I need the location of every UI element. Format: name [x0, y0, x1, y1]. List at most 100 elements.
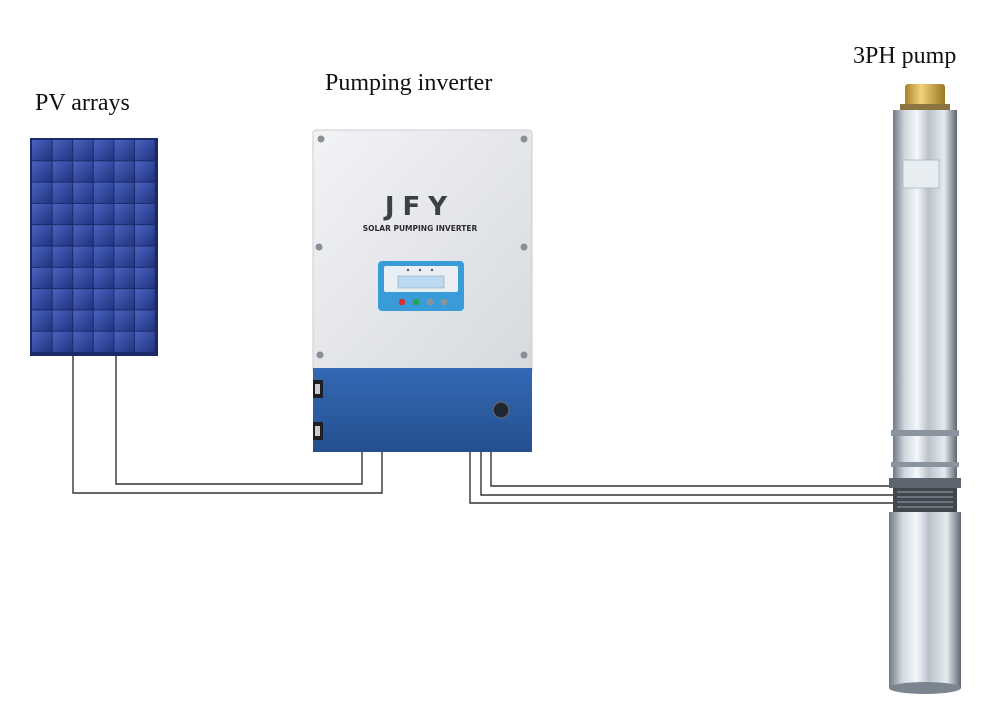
inverter-lcd-screen — [397, 275, 445, 289]
pump-ring — [891, 462, 959, 467]
pv-cell — [114, 140, 134, 161]
pump-cap — [905, 84, 945, 106]
pv-cell — [52, 182, 73, 203]
pv-cell — [32, 225, 52, 246]
pumping-inverter-label: Pumping inverter — [325, 70, 493, 96]
pv-cell — [73, 331, 93, 352]
pump-motor-body — [889, 512, 961, 688]
inverter-subtitle: SOLAR PUMPING INVERTER — [363, 224, 478, 233]
pv-cell — [32, 161, 52, 182]
pv-cell — [114, 331, 134, 352]
pv-wire-2 — [115, 356, 363, 485]
pv-cell — [114, 161, 134, 182]
pump-wire-3 — [490, 452, 893, 487]
pv-cell — [73, 267, 93, 289]
led-icon — [430, 268, 434, 272]
pv-cell — [73, 246, 93, 267]
pump-bottom — [889, 682, 961, 694]
pump — [889, 84, 961, 694]
handle-icon-inner — [315, 426, 320, 436]
pv-cell — [93, 289, 114, 310]
pv-cell — [52, 310, 73, 331]
pv-cell — [93, 246, 114, 267]
pv-cell — [93, 225, 114, 246]
pump-wires — [469, 452, 893, 504]
pv-cell — [73, 203, 93, 225]
pv-cell — [73, 289, 93, 310]
pv-cell — [135, 267, 155, 289]
pv-cells — [32, 140, 155, 352]
screw-icon — [520, 135, 528, 143]
pv-cell — [32, 203, 52, 225]
pv-cell — [135, 225, 155, 246]
pump-nameplate — [902, 159, 940, 189]
pv-arrays-label: PV arrays — [35, 90, 130, 116]
pv-cell — [32, 310, 52, 331]
pv-cell — [93, 203, 114, 225]
pv-cell — [52, 246, 73, 267]
pump-wire-1 — [469, 452, 893, 504]
pv-wires — [72, 356, 383, 494]
pv-cell — [135, 203, 155, 225]
inverter: JFY SOLAR PUMPING INVERTER — [312, 129, 533, 452]
pv-cell — [52, 331, 73, 352]
led-icon — [418, 268, 422, 272]
pv-cell — [114, 225, 134, 246]
pv-cell — [114, 289, 134, 310]
pv-cell — [114, 246, 134, 267]
pv-cell — [135, 310, 155, 331]
pv-cell — [73, 140, 93, 161]
pv-cell — [135, 246, 155, 267]
inverter-body — [312, 129, 533, 375]
pv-cell — [114, 310, 134, 331]
pv-cell — [73, 225, 93, 246]
pump-wire-2 — [480, 452, 893, 496]
pv-cell — [114, 182, 134, 203]
gray-button-icon — [426, 298, 434, 306]
gray-button-icon — [440, 298, 448, 306]
pv-cell — [52, 140, 73, 161]
pv-cell — [114, 267, 134, 289]
pv-cell — [135, 182, 155, 203]
pv-cell — [73, 310, 93, 331]
pv-cell — [135, 161, 155, 182]
pv-panel — [30, 138, 158, 356]
pv-cell — [114, 203, 134, 225]
pump-cap-base — [900, 104, 950, 112]
pv-cell — [135, 289, 155, 310]
pv-cell — [73, 161, 93, 182]
pv-cell — [52, 289, 73, 310]
screw-icon — [316, 351, 324, 359]
pv-cell — [32, 140, 52, 161]
pv-cell — [32, 289, 52, 310]
screw-icon — [520, 243, 528, 251]
pv-cell — [52, 225, 73, 246]
pump-intake-grille — [897, 491, 953, 508]
pv-cell — [93, 267, 114, 289]
led-icon — [406, 268, 410, 272]
inverter-brand: JFY — [383, 192, 455, 222]
screw-icon — [315, 243, 323, 251]
pv-cell — [52, 267, 73, 289]
pump-ring — [889, 478, 961, 488]
pv-cell — [32, 267, 52, 289]
pv-cell — [93, 182, 114, 203]
pump-label: 3PH pump — [853, 43, 957, 69]
pv-cell — [135, 331, 155, 352]
handle-icon-inner — [315, 384, 320, 394]
pv-cell — [93, 310, 114, 331]
pv-cell — [73, 182, 93, 203]
screw-icon — [317, 135, 325, 143]
green-button-icon — [412, 298, 420, 306]
pv-cell — [93, 140, 114, 161]
pv-cell — [32, 182, 52, 203]
pv-cell — [32, 331, 52, 352]
pv-cell — [52, 203, 73, 225]
pv-cell — [52, 161, 73, 182]
pv-cell — [135, 140, 155, 161]
knob-icon — [492, 401, 510, 419]
pv-cell — [93, 161, 114, 182]
screw-icon — [520, 351, 528, 359]
